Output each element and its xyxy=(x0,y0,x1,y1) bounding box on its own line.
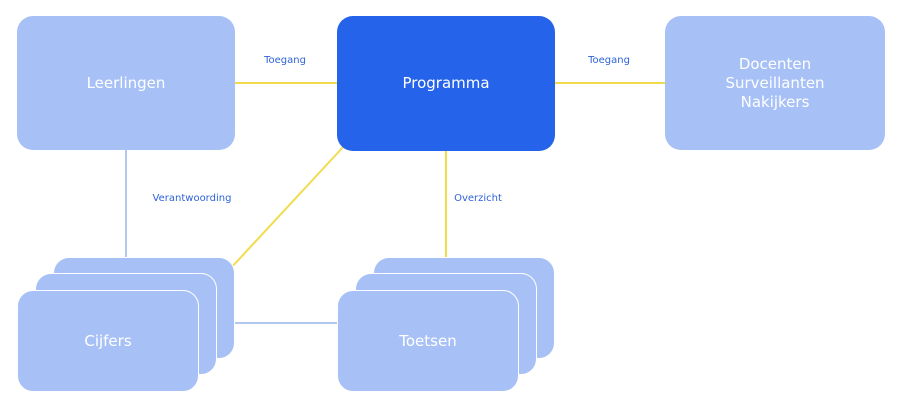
node-programma: Programma xyxy=(337,16,555,151)
node-toetsen: Toetsen xyxy=(337,290,519,392)
node-leerlingen-label: Leerlingen xyxy=(86,73,166,92)
edge-label-toegang-right: Toegang xyxy=(588,55,630,66)
node-toetsen-label: Toetsen xyxy=(399,331,457,350)
edge-label-verantwoording: Verantwoording xyxy=(152,193,232,204)
node-programma-label: Programma xyxy=(402,74,490,92)
edge-programma-cijfers xyxy=(216,144,346,284)
edge-label-toegang-left: Toegang xyxy=(264,55,306,66)
node-staff: Docenten Surveillanten Nakijkers xyxy=(665,16,885,150)
node-cijfers-label: Cijfers xyxy=(84,331,132,350)
edge-label-overzicht: Overzicht xyxy=(454,193,502,204)
node-staff-label: Docenten Surveillanten Nakijkers xyxy=(725,54,825,111)
node-leerlingen: Leerlingen xyxy=(17,16,235,150)
node-cijfers: Cijfers xyxy=(17,290,199,392)
